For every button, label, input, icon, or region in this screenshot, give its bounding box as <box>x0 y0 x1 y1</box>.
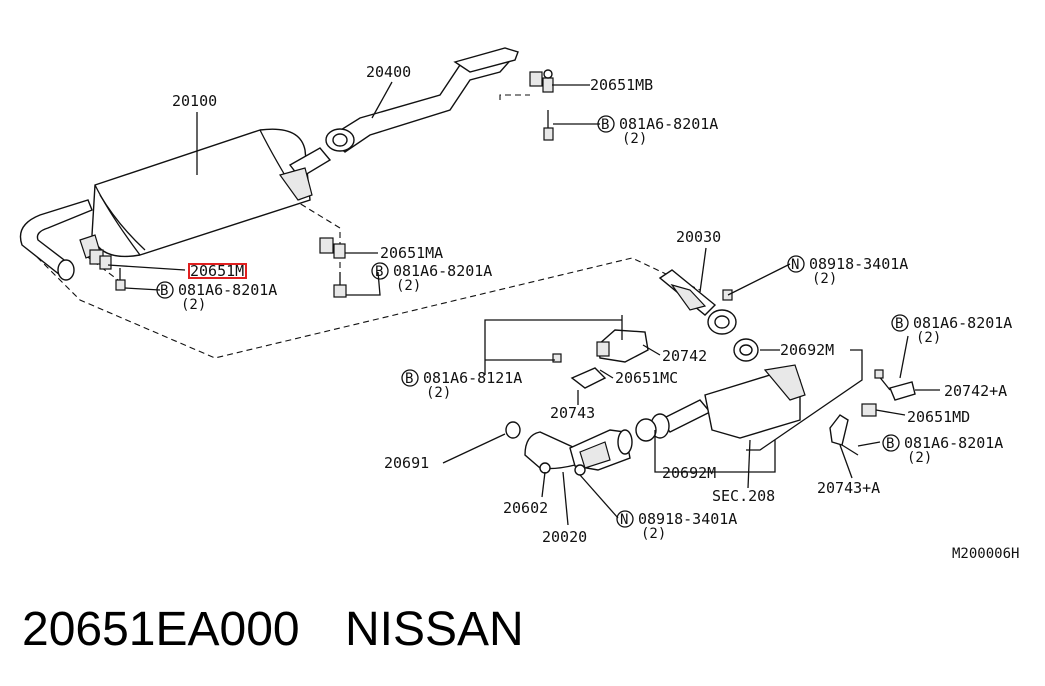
label-nut-bottom: 08918-3401A <box>638 510 737 528</box>
bracket-20742A <box>874 369 916 401</box>
circle-b-letter: B <box>601 117 609 133</box>
circle-b-letter: B <box>375 264 383 280</box>
label-20742: 20742 <box>662 347 707 365</box>
bolt-top-right <box>543 110 554 141</box>
bracket-20743 <box>552 353 607 389</box>
label-bolt-r2-qty: (2) <box>907 450 932 466</box>
gasket-20692M-bottom <box>635 418 657 442</box>
circle-b-letter: B <box>886 436 894 452</box>
label-20691: 20691 <box>384 454 429 472</box>
label-bolt-left-qty: (2) <box>181 297 206 313</box>
hanger-20651MA <box>319 237 346 259</box>
label-nut-bottom-qty: (2) <box>641 526 666 542</box>
label-20651MD: 20651MD <box>907 408 970 426</box>
label-sec208: SEC.208 <box>712 487 775 505</box>
label-bolt-mid-qty: (2) <box>396 278 421 294</box>
label-20100: 20100 <box>172 92 217 110</box>
front-pipe-20020 <box>524 429 633 476</box>
circle-n-letter: N <box>791 257 799 273</box>
label-bolt-top-right: 081A6-8201A <box>619 115 718 133</box>
gasket-20691 <box>505 421 521 439</box>
label-bolt-8121-qty: (2) <box>426 385 451 401</box>
circle-b-letter: B <box>160 283 168 299</box>
label-bolt-8121: 081A6-8121A <box>423 369 522 387</box>
dashed-boundary <box>29 249 701 359</box>
circle-b-icon <box>371 262 389 280</box>
label-20020: 20020 <box>542 528 587 546</box>
hanger-20651M <box>89 249 112 270</box>
catalytic-converter <box>650 364 806 439</box>
label-20602: 20602 <box>503 499 548 517</box>
circle-b-letter: B <box>405 371 413 387</box>
label-bolt-top-right-qty: (2) <box>622 131 647 147</box>
label-bolt-r1-qty: (2) <box>916 330 941 346</box>
center-pipe-20400 <box>325 47 519 153</box>
bolt-mid <box>333 272 347 298</box>
label-20400: 20400 <box>366 63 411 81</box>
circle-b-icon <box>156 281 174 299</box>
diagram-code: M200006H <box>952 546 1019 562</box>
label-20651MC: 20651MC <box>615 369 678 387</box>
label-bolt-r2: 081A6-8201A <box>904 434 1003 452</box>
circle-b-icon <box>882 434 900 452</box>
leader-lines <box>107 81 940 526</box>
circle-n-icon <box>616 510 634 528</box>
caption-part-number: 20651EA000 <box>22 603 300 656</box>
label-bolt-left: 081A6-8201A <box>178 281 277 299</box>
circle-b-icon <box>891 314 909 332</box>
circle-b-letter: B <box>895 316 903 332</box>
label-20742A: 20742+A <box>944 382 1007 400</box>
label-20743: 20743 <box>550 404 595 422</box>
hanger-20651MD <box>861 403 877 417</box>
dashed-hanger-mb <box>499 94 530 100</box>
circle-b-icon <box>401 369 419 387</box>
bracket-20743A <box>829 414 859 456</box>
circle-b-icon <box>597 115 615 133</box>
label-nut-top: 08918-3401A <box>809 255 908 273</box>
bracket-20742 <box>596 315 649 363</box>
label-20651MA: 20651MA <box>380 244 443 262</box>
highlight-box <box>188 263 247 279</box>
circle-n-letter: N <box>620 512 628 528</box>
label-20743A: 20743+A <box>817 479 880 497</box>
hanger-20651MB <box>529 69 554 93</box>
bolt-left <box>115 268 126 291</box>
circle-n-icon <box>787 255 805 273</box>
label-bolt-r1: 081A6-8201A <box>913 314 1012 332</box>
label-20651M: 20651M <box>190 262 244 280</box>
label-bolt-mid: 081A6-8201A <box>393 262 492 280</box>
front-tube-20030 <box>658 269 737 335</box>
caption-brand: NISSAN <box>345 603 524 656</box>
muffler-20100 <box>19 128 332 281</box>
label-20651MB: 20651MB <box>590 76 653 94</box>
label-20692M-bottom: 20692M <box>662 464 716 482</box>
label-20692M-top: 20692M <box>780 341 834 359</box>
gasket-20692M-top <box>733 338 759 362</box>
label-nut-top-qty: (2) <box>812 271 837 287</box>
label-20030: 20030 <box>676 228 721 246</box>
